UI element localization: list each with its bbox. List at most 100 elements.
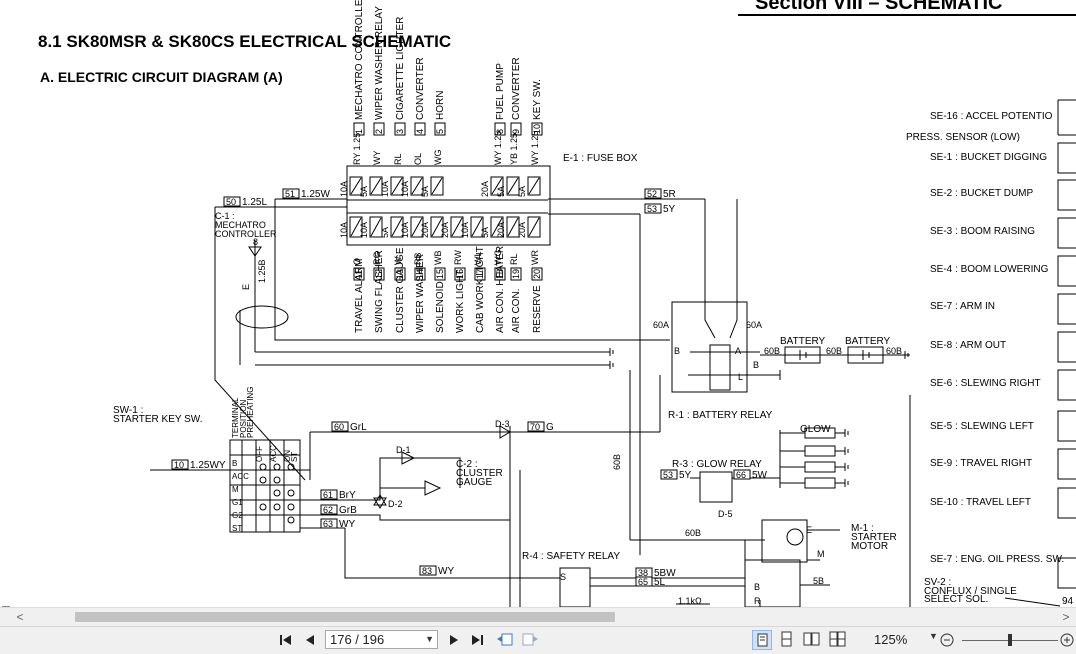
fuse-rating: 20A [420, 222, 430, 238]
starter-key-label-2: STARTER KEY SW. [113, 414, 202, 425]
wire-number-box [660, 469, 678, 480]
page-dropdown-icon[interactable]: ▼ [425, 634, 434, 644]
wire-number: 53 [647, 204, 657, 214]
fuse-element [431, 217, 443, 237]
wire-number-box [282, 188, 300, 199]
wire-code: WY [438, 566, 454, 577]
diode-d3-label: D-3 [495, 419, 510, 429]
resistor-value: 1.1kΩ [678, 596, 702, 606]
fuse-circuit-name: CIGARETTE LIGHTER [395, 17, 406, 120]
fuse-circuit-name: SWING FLASHER [374, 250, 385, 333]
wire-code: 5Y [679, 470, 692, 481]
fuse-slot [390, 216, 404, 238]
fuse-rating: 5A [420, 186, 430, 197]
fuse-element [528, 217, 540, 237]
sensor-label: 94 [1062, 596, 1074, 607]
fuse-number-box [474, 267, 486, 281]
wire-number-box [223, 196, 241, 207]
fuse-element [350, 177, 362, 195]
fuse-circuit-name: RESERVE [532, 285, 543, 333]
fuse-wire-code: WL [473, 252, 483, 266]
electrical-schematic: Section VIII – SCHEMATIC 8.1 SK80MSR & S… [38, 0, 1076, 607]
horizontal-scrollbar[interactable]: < > [0, 607, 1076, 627]
fuse-rating: 20A [440, 222, 450, 238]
wire-code: B [753, 360, 759, 370]
fuse-rating: 20A [517, 222, 527, 238]
fuse-circuit-name: SOLENOID [435, 281, 446, 333]
main-fuse-b: 60A [746, 320, 762, 330]
single-page-view-icon[interactable] [752, 630, 772, 650]
zoom-dropdown-icon[interactable]: ▼ [929, 631, 938, 641]
fuse-rating: 10A [359, 222, 369, 238]
zoom-slider-handle[interactable] [1008, 634, 1012, 646]
fuse-number-box [434, 267, 446, 281]
fuse-element [370, 217, 382, 237]
sensor-label: SE-6 : SLEWING RIGHT [930, 378, 1041, 389]
sensor-label: SE-16 : ACCEL POTENTIO [930, 111, 1053, 122]
fuse-rating: 5A [380, 227, 390, 238]
zoom-out-icon[interactable] [939, 630, 955, 650]
continuous-view-icon[interactable] [777, 630, 797, 650]
wire-code: 60B [685, 528, 701, 538]
wire-code: 5L [654, 577, 666, 588]
fuse-number-box [434, 122, 446, 136]
sensor-label: SE-8 : ARM OUT [930, 340, 1006, 351]
last-page-icon[interactable] [468, 630, 486, 650]
wire-number-box [331, 421, 349, 432]
first-page-icon[interactable] [277, 630, 295, 650]
scroll-right-icon[interactable]: > [1062, 610, 1070, 624]
wire-number-box [527, 421, 545, 432]
wire-code: E [806, 525, 812, 535]
fuse-wire-code: WG [433, 150, 443, 166]
previous-view-icon[interactable] [495, 630, 515, 650]
key-switch-row: B [232, 459, 237, 468]
wire-code: 60B [826, 346, 842, 356]
fuse-element [528, 177, 540, 195]
next-page-icon[interactable] [445, 630, 463, 650]
key-switch-column: TERMINAL [231, 397, 240, 438]
scrollbar-thumb[interactable] [75, 612, 615, 622]
main-fuse-a: 60A [653, 320, 669, 330]
page-number-input[interactable]: 176 / 196▼ [325, 630, 438, 649]
starter-motor-label-2: STARTER [851, 532, 897, 543]
wire-number: 62 [323, 505, 333, 515]
fuse-circuit-name: MECHATRO CONTROLLER [354, 0, 365, 120]
wire-code: 5W [752, 470, 768, 481]
wire-code: 1.25WY [190, 460, 226, 471]
key-switch-column: OFF [255, 446, 264, 462]
wire-number: 10 [174, 460, 184, 470]
wire-code: 5BW [654, 568, 676, 579]
fuse-rating: 10A [339, 181, 349, 197]
next-view-icon[interactable] [520, 630, 540, 650]
fuse-wire-code: O [352, 258, 362, 265]
fuse-number: 3 [395, 129, 405, 134]
switch-contact [287, 489, 295, 497]
wire-number: 66 [736, 470, 746, 480]
zoom-level[interactable]: 125% [874, 632, 908, 647]
fuse-wire-code: WR [530, 250, 540, 265]
fuse-slot [349, 176, 363, 196]
fuse-wire-code: YB 1.25 [509, 133, 519, 165]
wire-code: GrB [339, 505, 357, 516]
fuse-element [391, 177, 403, 195]
fuse-number: 1 [354, 129, 364, 134]
fuse-circuit-name: CONVERTER [415, 57, 426, 120]
prev-page-icon[interactable] [301, 630, 319, 650]
wire-code: 1.25W [301, 189, 330, 200]
facing-view-icon[interactable] [802, 630, 822, 650]
wire-code: 1.25B [257, 259, 267, 283]
scroll-left-icon[interactable]: < [16, 610, 24, 624]
wire-number: 83 [422, 566, 432, 576]
fuse-circuit-name: AIR CON. [511, 289, 522, 333]
fuse-element [471, 217, 483, 237]
zoom-in-icon[interactable] [1059, 630, 1075, 650]
wire-number: 52 [647, 189, 657, 199]
battery-a-label: BATTERY [780, 336, 826, 347]
key-switch-row: G2 [232, 511, 243, 520]
key-switch-row: M [232, 485, 239, 494]
bottom-toolbar: 176 / 196▼ 125% ▼ [0, 626, 1076, 654]
continuous-facing-view-icon[interactable] [828, 630, 848, 650]
